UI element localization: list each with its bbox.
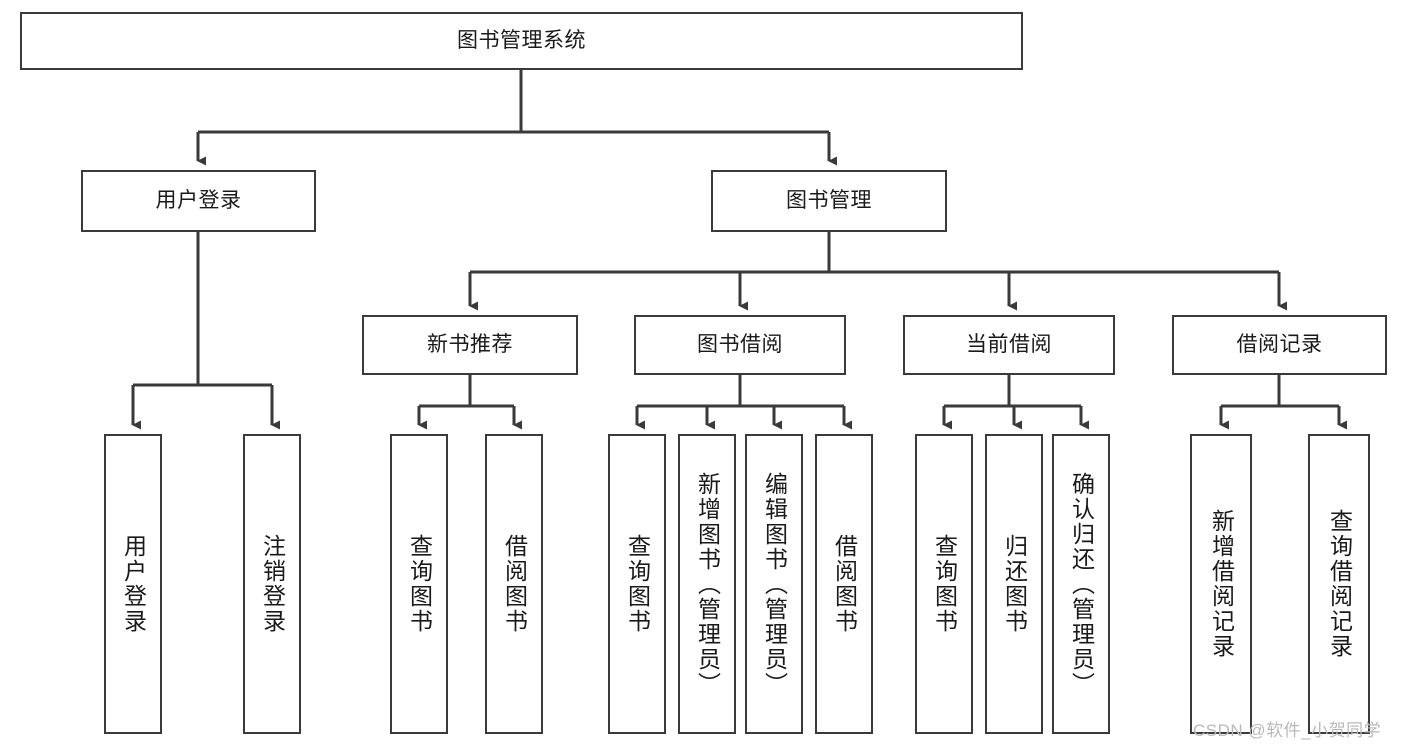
node-leaf-bo-borrow[interactable]: 借阅图书 xyxy=(815,434,873,734)
node-label: 查询图书 xyxy=(406,534,433,634)
node-label: 借阅记录 xyxy=(1236,333,1323,357)
node-label: 注销登录 xyxy=(259,534,286,634)
node-leaf-user-logout[interactable]: 注销登录 xyxy=(243,434,301,734)
node-bookmgmt[interactable]: 图书管理 xyxy=(711,170,947,232)
node-current[interactable]: 当前借阅 xyxy=(903,315,1115,375)
node-login[interactable]: 用户登录 xyxy=(81,170,316,232)
node-leaf-re-add[interactable]: 新增借阅记录 xyxy=(1190,434,1252,734)
node-label: 用户登录 xyxy=(120,534,147,634)
node-label: 图书管理 xyxy=(786,189,872,213)
node-leaf-nb-query[interactable]: 查询图书 xyxy=(390,434,448,734)
node-label: 用户登录 xyxy=(155,189,242,213)
node-label: 归还图书 xyxy=(1001,534,1028,634)
node-label: 借阅图书 xyxy=(831,534,858,634)
node-leaf-cu-return[interactable]: 归还图书 xyxy=(985,434,1043,734)
node-leaf-bo-add[interactable]: 新增图书（管理员） xyxy=(678,434,736,734)
node-label: 编辑图书（管理员） xyxy=(761,471,788,697)
node-label: 查询借阅记录 xyxy=(1326,509,1353,659)
node-leaf-nb-borrow[interactable]: 借阅图书 xyxy=(485,434,543,734)
node-label: 新增图书（管理员） xyxy=(694,471,721,697)
node-leaf-cu-query[interactable]: 查询图书 xyxy=(915,434,973,734)
node-leaf-bo-edit[interactable]: 编辑图书（管理员） xyxy=(745,434,803,734)
node-label: 图书管理系统 xyxy=(457,29,586,53)
node-label: 图书借阅 xyxy=(697,333,783,357)
node-records[interactable]: 借阅记录 xyxy=(1172,315,1387,375)
node-newbook[interactable]: 新书推荐 xyxy=(362,315,578,375)
node-label: 查询图书 xyxy=(624,534,651,634)
node-borrow[interactable]: 图书借阅 xyxy=(634,315,846,375)
node-label: 查询图书 xyxy=(931,534,958,634)
node-label: 借阅图书 xyxy=(501,534,528,634)
node-leaf-user-login[interactable]: 用户登录 xyxy=(104,434,162,734)
node-leaf-re-query[interactable]: 查询借阅记录 xyxy=(1308,434,1370,734)
node-label: 确认归还（管理员） xyxy=(1068,471,1095,697)
node-label: 新书推荐 xyxy=(427,333,513,357)
node-label: 新增借阅记录 xyxy=(1208,509,1235,659)
node-leaf-cu-confirm[interactable]: 确认归还（管理员） xyxy=(1052,434,1110,734)
watermark: CSDN @软件_小贺同学 xyxy=(1193,721,1382,740)
node-root[interactable]: 图书管理系统 xyxy=(20,12,1023,70)
node-leaf-bo-query[interactable]: 查询图书 xyxy=(608,434,666,734)
node-label: 当前借阅 xyxy=(966,333,1052,357)
